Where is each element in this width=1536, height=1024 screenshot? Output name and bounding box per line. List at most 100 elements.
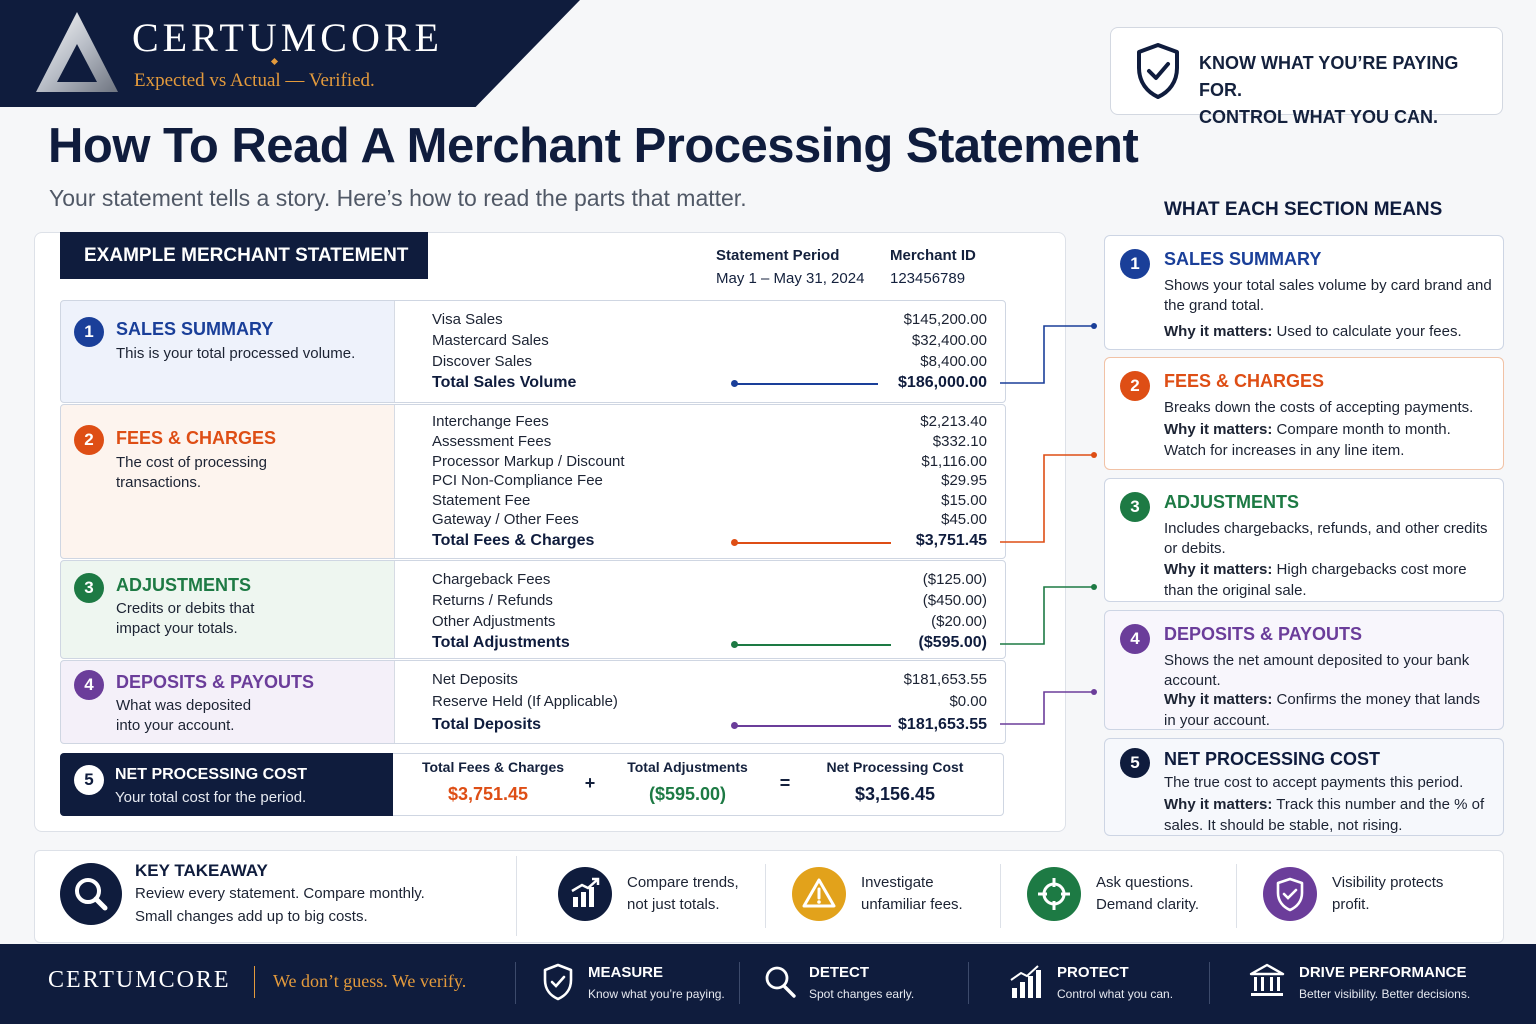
section-description: This is your total processed volume.: [116, 345, 356, 362]
connector-4: [1000, 691, 1094, 725]
line-item-value: $29.95: [941, 472, 987, 489]
card-description: Includes chargebacks, refunds, and other…: [1164, 520, 1488, 557]
connector-dot-4: [1091, 689, 1097, 695]
line-item-label: Mastercard Sales: [432, 332, 549, 349]
line-item-label: Reserve Held (If Applicable): [432, 693, 618, 710]
takeaway-title: KEY TAKEAWAY: [135, 861, 268, 880]
equals-sign: =: [779, 773, 791, 793]
net-section-title: NET PROCESSING COST: [115, 766, 308, 783]
line-item: Chargeback Fees($125.00): [432, 571, 987, 588]
total-value: $3,751.45: [915, 532, 987, 549]
tile-divider: [1000, 864, 1001, 928]
equation-adjustments-value: ($595.00): [648, 784, 727, 804]
line-item-value: $332.10: [932, 433, 987, 450]
card-number: 2: [1120, 371, 1150, 401]
magnifier-icon: [765, 966, 796, 998]
footer-divider: [515, 962, 516, 1004]
why-text: Used to calculate your fees.: [1276, 323, 1462, 340]
section-number: 5: [74, 765, 104, 795]
section-title: SALES SUMMARY: [116, 319, 274, 339]
tile-divider: [765, 864, 766, 928]
connector-3: [1000, 586, 1094, 645]
footer-item-subtitle: Better visibility. Better decisions.: [1299, 987, 1471, 1001]
tile-divider: [1236, 864, 1237, 928]
explain-card-net-processing-cost: 5 NET PROCESSING COST The true cost to a…: [1104, 738, 1504, 836]
line-item-value: $181,653.55: [903, 671, 987, 688]
card-description: Shows the net amount deposited to your b…: [1164, 652, 1470, 689]
why-text: High chargebacks cost more than the orig…: [1164, 561, 1467, 599]
section-divider: [394, 301, 395, 402]
tile-line-2: Demand clarity.: [1096, 896, 1200, 913]
leader-line: [731, 641, 891, 648]
warning-icon: [792, 867, 846, 921]
section-adjustments: 3 ADJUSTMENTS Credits or debits that imp…: [60, 560, 1006, 659]
line-item: Interchange Fees$2,213.40: [432, 413, 987, 430]
line-item-label: Visa Sales: [432, 311, 503, 328]
explain-card-fees-charges: 2 FEES & CHARGES Breaks down the costs o…: [1104, 357, 1504, 470]
line-item-label: Processor Markup / Discount: [432, 453, 625, 470]
statement-period-label: Statement Period: [716, 247, 840, 264]
takeaway-divider: [516, 856, 517, 936]
connector-dot-1: [1091, 323, 1097, 329]
line-item-value: ($450.00): [922, 592, 987, 609]
line-item: Assessment Fees $332.10: [432, 433, 987, 450]
tile-line-2: not just totals.: [627, 896, 720, 913]
total-label: Total Adjustments: [432, 634, 570, 651]
footer-item-subtitle: Control what you can.: [1057, 987, 1174, 1001]
total-value: $186,000.00: [898, 374, 987, 391]
line-item-value: $1,116.00: [921, 453, 987, 470]
crosshair-icon: [1027, 867, 1081, 921]
card-title: SALES SUMMARY: [1164, 249, 1322, 269]
connector-1: [1000, 325, 1094, 384]
section-description: The cost of processing transactions.: [116, 454, 267, 491]
line-item: Discover Sales$8,400.00: [432, 353, 987, 370]
footer-brand-divider: [254, 966, 255, 998]
statement-period-value: May 1 – May 31, 2024: [716, 270, 865, 287]
magnifier-icon: [60, 863, 122, 925]
line-item-label: Gateway / Other Fees: [432, 511, 579, 528]
section-title: DEPOSITS & PAYOUTS: [116, 672, 315, 692]
card-title: DEPOSITS & PAYOUTS: [1164, 624, 1363, 644]
section-number: 4: [74, 670, 104, 700]
section-sales-summary: 1 SALES SUMMARY This is your total proce…: [60, 300, 1006, 403]
line-item: Net Deposits $181,653.55: [432, 671, 987, 688]
why-text: Compare month to month. Watch for increa…: [1164, 421, 1451, 459]
line-item-label: Net Deposits: [432, 671, 518, 688]
page-title: How To Read A Merchant Processing Statem…: [48, 119, 1139, 173]
footer-item-title: DRIVE PERFORMANCE: [1299, 964, 1467, 981]
card-why: Why it matters: Confirms the money that …: [1164, 689, 1494, 731]
line-item: Reserve Held (If Applicable) $0.00: [432, 693, 987, 710]
card-description: Breaks down the costs of accepting payme…: [1164, 399, 1474, 416]
why-text: Track this number and the % of sales. It…: [1164, 796, 1485, 834]
net-cost-label-panel: [60, 753, 393, 816]
card-number: 1: [1120, 249, 1150, 279]
connector-lines: [1000, 323, 1097, 725]
tile-line-1: Compare trends,: [627, 874, 739, 891]
total-row: Total Deposits$181,653.55: [432, 716, 987, 734]
takeaway-line-1: Review every statement. Compare monthly.: [135, 885, 425, 902]
section-title: FEES & CHARGES: [116, 428, 277, 448]
section-divider: [394, 561, 395, 658]
line-item-value: $0.00: [949, 693, 987, 710]
why-label: Why it matters:: [1164, 561, 1273, 578]
line-item-value: $32,400.00: [911, 332, 987, 349]
tile-text: Ask questions.Demand clarity.: [1096, 872, 1199, 916]
line-item-value: ($20.00): [931, 613, 987, 630]
callout-text: KNOW WHAT YOU’RE PAYING FOR. CONTROL WHA…: [1199, 50, 1502, 131]
line-item-label: Returns / Refunds: [432, 592, 553, 609]
line-item: Statement Fee$15.00: [432, 492, 987, 509]
line-item: Gateway / Other Fees$45.00: [432, 511, 987, 528]
line-item-label: Assessment Fees: [432, 433, 552, 450]
line-item-value: $145,200.00: [903, 311, 987, 328]
explain-card-deposits-payouts: 4 DEPOSITS & PAYOUTS Shows the net amoun…: [1104, 610, 1504, 730]
leader-line: [731, 380, 878, 387]
card-number: 3: [1120, 492, 1150, 522]
section-deposits-payouts: 4 DEPOSITS & PAYOUTS What was deposited …: [60, 660, 1006, 744]
page-subtitle: Your statement tells a story. Here’s how…: [49, 185, 747, 211]
tile-line-2: profit.: [1332, 896, 1370, 913]
line-item-label: PCI Non-Compliance Fee: [432, 472, 603, 489]
section-number: 3: [74, 573, 104, 603]
total-label: Total Sales Volume: [432, 374, 577, 391]
